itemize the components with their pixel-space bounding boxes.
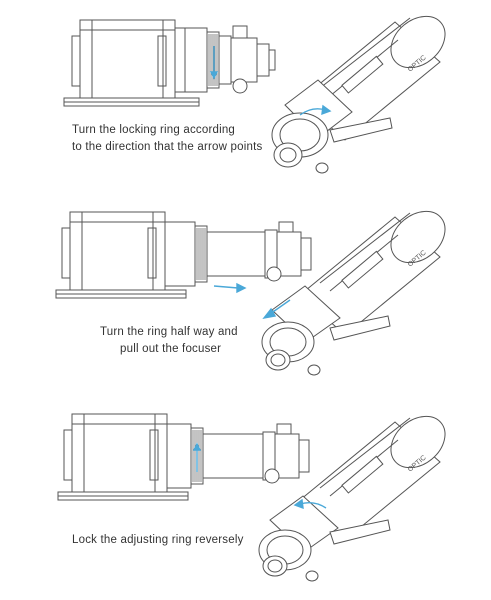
step-2-panel: OPTIC Turn the ring half way and pull ou…: [0, 200, 491, 400]
rotation-arrow: [211, 46, 330, 115]
step-3-panel: OPTIC Lock the adjusting ring reversely: [0, 400, 491, 600]
step-2-caption-line-1: Turn the ring half way and: [100, 326, 238, 338]
step-3-illustration: OPTIC: [0, 400, 491, 600]
step-3-caption-line-1: Lock the adjusting ring reversely: [72, 534, 244, 546]
telescope-body: [259, 406, 455, 581]
pull-arrow: [214, 284, 290, 318]
step-1-panel: OPTIC Turn the locking ring according to…: [0, 0, 491, 200]
step-1-caption: Turn the locking ring according to the d…: [72, 122, 262, 156]
telescope-body: [272, 6, 455, 173]
focuser-side-view: [64, 20, 275, 106]
focuser-side-view: [58, 414, 309, 500]
step-3-caption: Lock the adjusting ring reversely: [72, 532, 244, 549]
step-1-illustration: OPTIC: [0, 0, 491, 200]
lock-arrow: [194, 444, 326, 508]
step-2-caption-line-2: pull out the focuser: [120, 343, 222, 355]
focuser-side-view: [56, 212, 311, 298]
step-2-caption: Turn the ring half way and pull out the …: [100, 324, 238, 358]
step-1-caption-line-2: to the direction that the arrow points: [72, 141, 263, 153]
step-2-illustration: OPTIC: [0, 200, 491, 400]
step-1-caption-line-1: Turn the locking ring according: [72, 124, 236, 136]
